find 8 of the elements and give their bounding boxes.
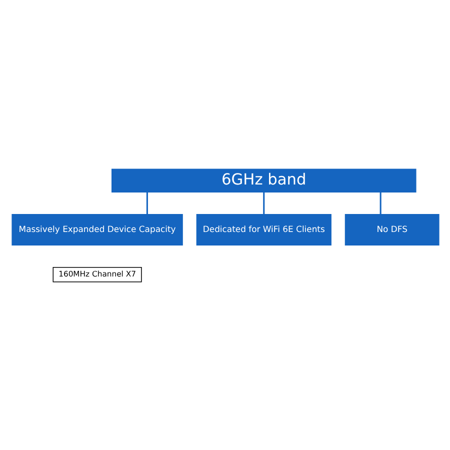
connector: [379, 192, 381, 214]
node-box: 6GHz band: [111, 168, 416, 192]
connector: [262, 192, 264, 214]
node-box: Dedicated for WiFi 6E Clients: [196, 213, 331, 245]
node-box: No DFS: [344, 213, 439, 245]
node-box: Massively Expanded Device Capacity: [11, 213, 182, 245]
label: 160MHz Channel X7: [58, 269, 136, 278]
connector: [146, 192, 148, 214]
